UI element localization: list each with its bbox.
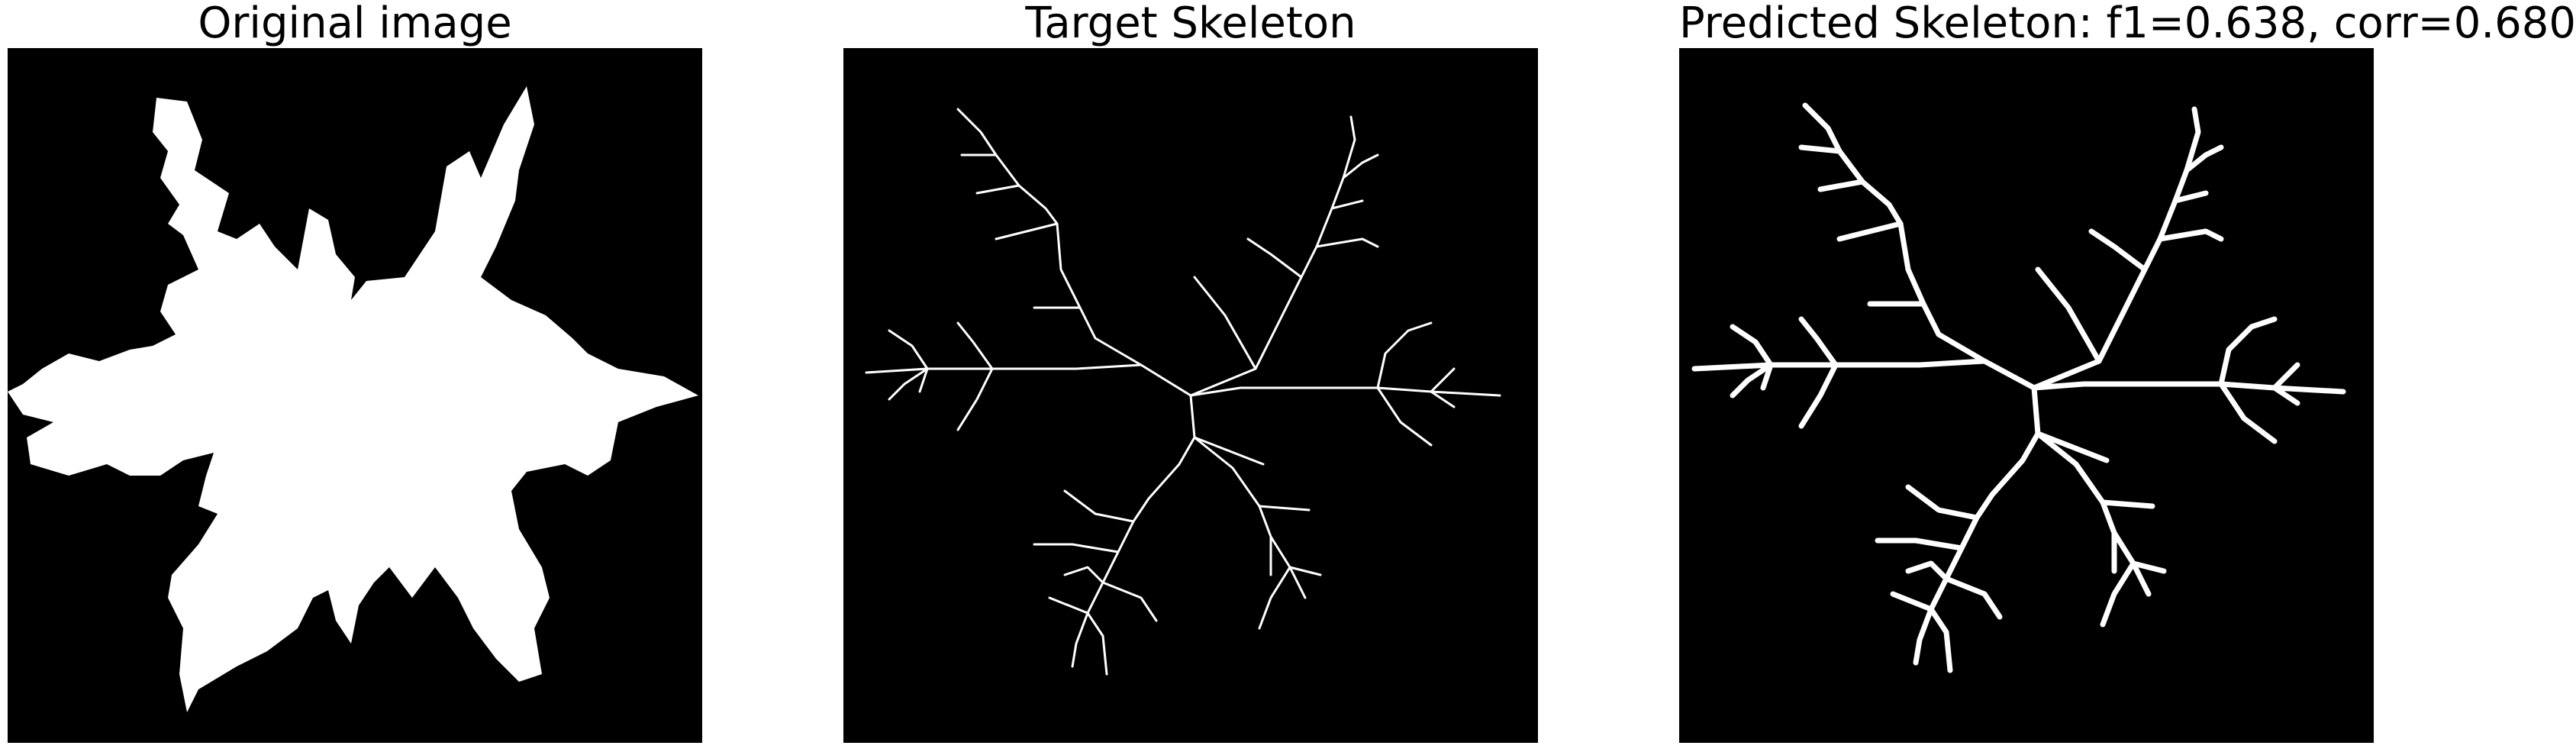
panel-title: Predicted Skeleton: f1=0.638, corr=0.680 <box>1679 0 2576 48</box>
skeleton-lines <box>843 48 1538 743</box>
panel-title: Target Skeleton <box>1025 0 1356 48</box>
panel-predicted: Predicted Skeleton: f1=0.638, corr=0.680 <box>1679 0 2576 752</box>
panel-title: Original image <box>198 0 512 48</box>
predicted-skeleton-image <box>1679 48 2374 743</box>
panel-original: Original image <box>8 0 702 752</box>
original-image <box>8 48 702 743</box>
panel-target: Target Skeleton <box>843 0 1538 752</box>
skeleton-lines <box>1679 48 2374 743</box>
shape-silhouette <box>8 48 702 743</box>
target-skeleton-image <box>843 48 1538 743</box>
